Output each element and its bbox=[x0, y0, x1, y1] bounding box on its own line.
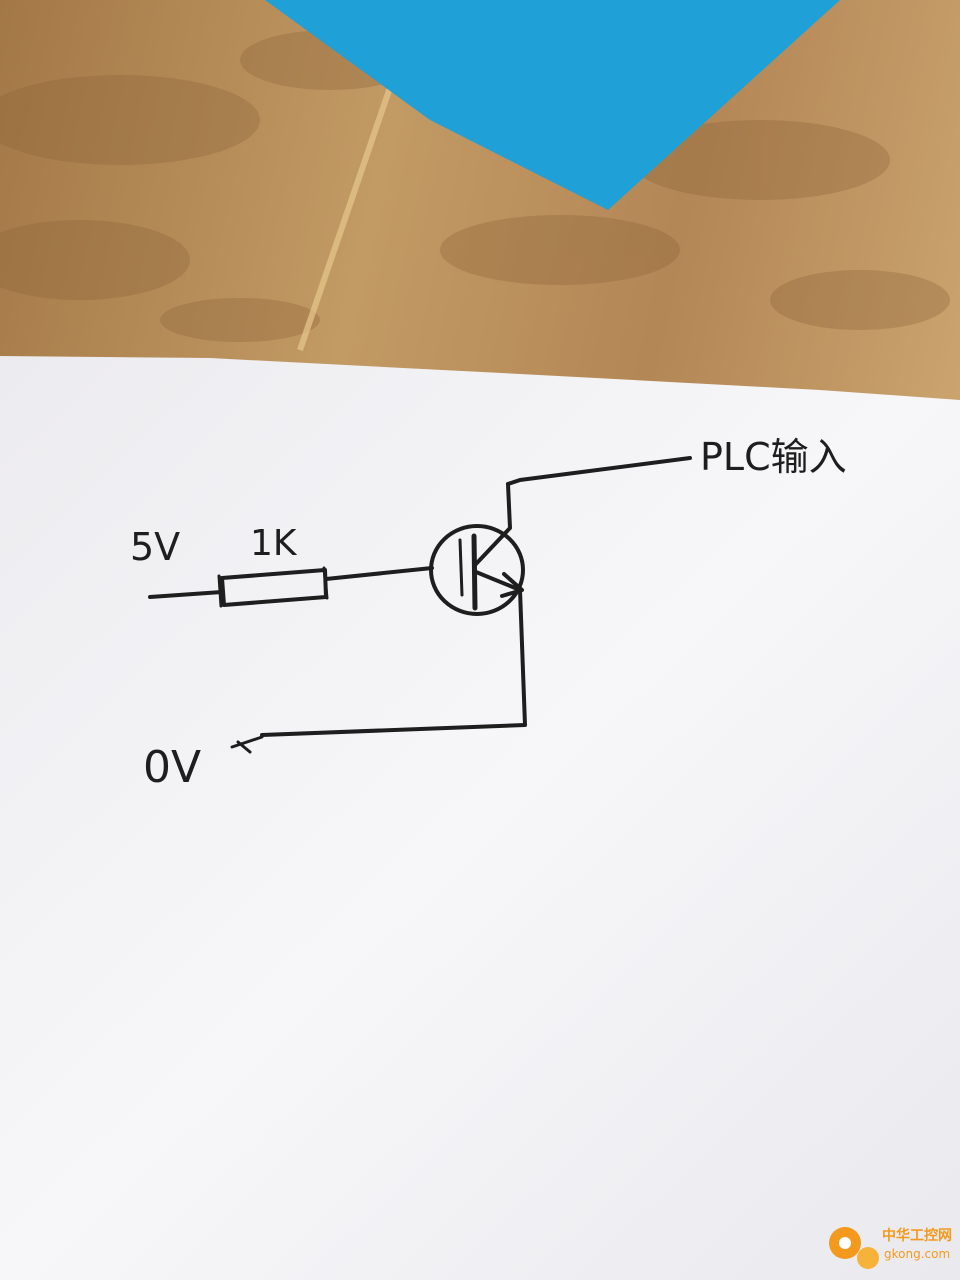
ground-terminal bbox=[230, 735, 264, 754]
collector-wire bbox=[506, 456, 692, 486]
input-wire bbox=[148, 590, 224, 599]
gear-icon bbox=[829, 1227, 879, 1269]
resistor-caps bbox=[217, 566, 329, 608]
paper-sheet bbox=[0, 356, 960, 1280]
transistor-circle bbox=[429, 524, 525, 616]
watermark-domain: gkong.com bbox=[884, 1247, 950, 1261]
transistor-collector bbox=[473, 482, 512, 567]
emitter-wire bbox=[260, 588, 527, 737]
supply-label: 5V bbox=[130, 525, 180, 569]
resistor-label: 1K bbox=[250, 523, 298, 564]
watermark-brand: 中华工控网 bbox=[882, 1227, 952, 1244]
transistor-emitter bbox=[474, 570, 522, 592]
base-wire bbox=[324, 566, 434, 581]
wood-grain bbox=[0, 30, 950, 342]
transistor-base-lead bbox=[458, 538, 464, 597]
circuit-diagram bbox=[148, 456, 692, 754]
blue-sheet bbox=[265, 0, 840, 210]
plc-input-label: PLC输入 bbox=[700, 435, 847, 479]
ground-label: 0V bbox=[143, 742, 201, 793]
watermark: 中华工控网 gkong.com bbox=[829, 1227, 952, 1269]
